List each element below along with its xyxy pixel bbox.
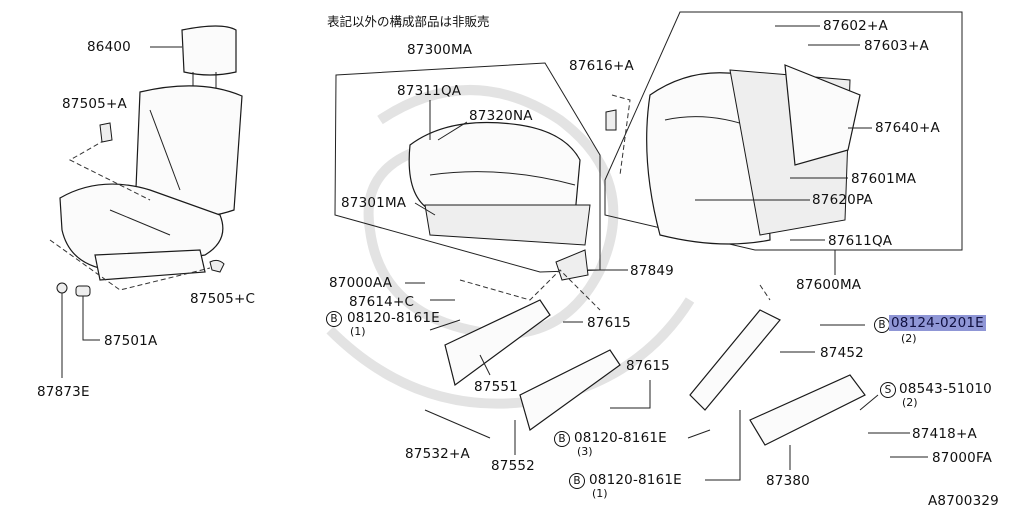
leader-87615b bbox=[610, 380, 651, 409]
bolt-marker-b: B bbox=[569, 473, 585, 489]
rail-dash-1 bbox=[459, 269, 601, 311]
label-87452: 87452 bbox=[820, 345, 864, 361]
label-87615a: 87615 bbox=[587, 315, 631, 331]
leader-87505a bbox=[68, 139, 151, 201]
bolt-marker-b: B bbox=[874, 317, 890, 333]
label-87418a: 87418+A bbox=[912, 426, 977, 442]
qty-08120b: (3) bbox=[577, 445, 593, 458]
note-title: 表記以外の構成部品は非販売 bbox=[327, 14, 490, 29]
label-87300ma: 87300MA bbox=[407, 42, 473, 58]
leader-08120b bbox=[687, 429, 711, 439]
label-87505c: 87505+C bbox=[190, 291, 256, 307]
qty-08124: (2) bbox=[901, 332, 917, 345]
bolt-marker-b: B bbox=[554, 431, 570, 447]
highlighted-part-number[interactable]: 08124-0201E bbox=[889, 315, 986, 331]
label-86400: 86400 bbox=[87, 39, 131, 55]
label-87301ma: 87301MA bbox=[341, 195, 407, 211]
leader-87501a bbox=[82, 296, 100, 341]
part-87616a bbox=[605, 109, 617, 131]
leader-87505c bbox=[49, 239, 211, 291]
bolt-marker-b: B bbox=[326, 311, 342, 327]
part-87873e bbox=[56, 282, 68, 294]
label-87532a: 87532+A bbox=[405, 446, 470, 462]
label-87505a: 87505+A bbox=[62, 96, 127, 112]
qty-08543: (2) bbox=[902, 396, 918, 409]
leader-08120a bbox=[429, 319, 461, 331]
label-87000aa: 87000AA bbox=[329, 275, 393, 291]
label-87614c: 87614+C bbox=[349, 294, 415, 310]
label-87600ma: 87600MA bbox=[796, 277, 862, 293]
label-87552: 87552 bbox=[491, 458, 535, 474]
cushion-drawing bbox=[408, 121, 591, 246]
back-assembly-frame bbox=[604, 11, 963, 251]
diagram-id: A8700329 bbox=[928, 493, 999, 509]
qty-08120c: (1) bbox=[592, 487, 608, 500]
label-87620pa: 87620PA bbox=[812, 192, 873, 208]
full-seat-drawing bbox=[59, 25, 243, 281]
label-87615b: 87615 bbox=[626, 358, 670, 374]
slide-rails-drawing bbox=[444, 249, 866, 446]
label-87640a: 87640+A bbox=[875, 120, 940, 136]
leader-87320na bbox=[437, 121, 468, 141]
label-87601ma: 87601MA bbox=[851, 171, 917, 187]
leader-87551 bbox=[479, 354, 491, 376]
label-08124: 08124-0201E bbox=[889, 315, 986, 331]
label-87602a: 87602+A bbox=[823, 18, 888, 34]
label-08120c: 08120-8161E bbox=[589, 472, 682, 488]
qty-08120a: (1) bbox=[350, 325, 366, 338]
leader-08120c bbox=[705, 410, 741, 481]
backrest-drawing bbox=[646, 64, 861, 245]
label-08120a: 08120-8161E bbox=[347, 310, 440, 326]
label-87501a: 87501A bbox=[104, 333, 158, 349]
label-08120b: 08120-8161E bbox=[574, 430, 667, 446]
part-87501a bbox=[75, 285, 91, 297]
screw-marker-s: S bbox=[880, 382, 896, 398]
label-87551: 87551 bbox=[474, 379, 518, 395]
label-87616a: 87616+A bbox=[569, 58, 634, 74]
part-87505c bbox=[209, 259, 225, 273]
leader-87301ma bbox=[414, 202, 436, 216]
leader-87616a bbox=[611, 94, 631, 176]
label-87603a: 87603+A bbox=[864, 38, 929, 54]
label-87320na: 87320NA bbox=[469, 108, 533, 124]
part-87505a bbox=[99, 122, 113, 143]
label-87311qa: 87311QA bbox=[397, 83, 462, 99]
part-87532a bbox=[424, 409, 491, 439]
label-08543: 08543-51010 bbox=[899, 381, 992, 397]
back-dash bbox=[759, 284, 771, 301]
label-87611qa: 87611QA bbox=[828, 233, 893, 249]
label-87849: 87849 bbox=[630, 263, 674, 279]
leader-08543 bbox=[859, 394, 879, 411]
label-87380: 87380 bbox=[766, 473, 810, 489]
label-87873e: 87873E bbox=[37, 384, 90, 400]
label-87000fa: 87000FA bbox=[932, 450, 993, 466]
